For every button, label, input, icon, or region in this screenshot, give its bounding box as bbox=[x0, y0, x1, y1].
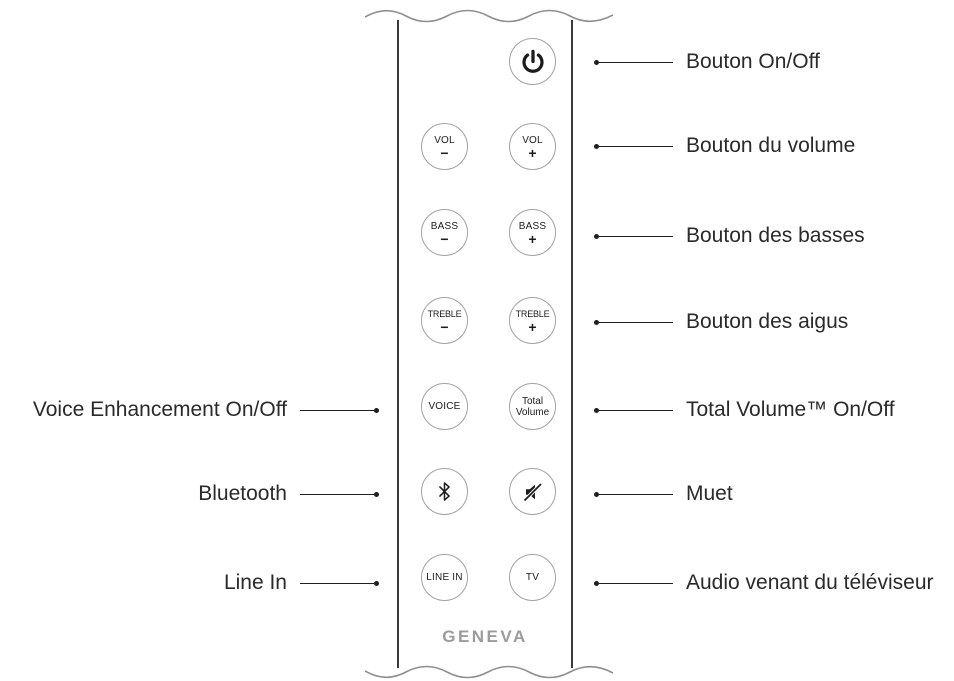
total-volume-label-line1: Total bbox=[521, 395, 544, 407]
power-icon bbox=[521, 49, 544, 73]
annotation-total-volume: Total Volume™ On/Off bbox=[594, 398, 895, 422]
mute-button bbox=[509, 468, 556, 515]
leader-line bbox=[599, 409, 673, 411]
leader-dot bbox=[374, 580, 379, 586]
treble-plus-label: TREBLE bbox=[515, 309, 550, 319]
total-volume-button: Total Volume bbox=[509, 383, 556, 430]
annotation-label: Bouton des basses bbox=[686, 224, 865, 247]
power-button bbox=[509, 38, 556, 85]
remote-body-right-edge bbox=[571, 20, 573, 668]
annotation-label: Muet bbox=[686, 482, 733, 505]
brand-logo-text: GENEVA bbox=[442, 627, 528, 646]
bass-plus-label: BASS bbox=[518, 221, 547, 232]
annotation-label: Bouton du volume bbox=[686, 134, 856, 157]
vol-minus-label: VOL bbox=[434, 135, 455, 146]
leader-dot bbox=[594, 59, 599, 65]
plus-sign: + bbox=[528, 231, 537, 247]
annotation-label: Line In bbox=[223, 571, 287, 594]
leader-line bbox=[599, 235, 673, 237]
leader-dot bbox=[594, 491, 599, 497]
leader-dot bbox=[594, 319, 599, 325]
annotation-volume: Bouton du volume bbox=[594, 134, 855, 158]
plus-sign: + bbox=[528, 319, 537, 335]
vol-minus-button: VOL − bbox=[421, 123, 468, 170]
torn-edge-top bbox=[365, 9, 613, 23]
bass-minus-label: BASS bbox=[430, 221, 459, 232]
annotation-voice-enhancement: Voice Enhancement On/Off bbox=[0, 398, 379, 422]
minus-sign: − bbox=[440, 319, 449, 335]
leader-line bbox=[300, 409, 374, 411]
leader-line bbox=[599, 145, 673, 147]
leader-dot bbox=[594, 580, 599, 586]
mute-speaker-icon bbox=[522, 482, 542, 502]
leader-dot bbox=[594, 407, 599, 413]
leader-line bbox=[599, 61, 673, 63]
treble-plus-button: TREBLE + bbox=[509, 297, 556, 344]
torn-edge-bottom bbox=[365, 665, 613, 679]
annotation-power: Bouton On/Off bbox=[594, 50, 820, 74]
bass-plus-button: BASS + bbox=[509, 209, 556, 256]
voice-label: VOICE bbox=[428, 401, 461, 412]
leader-line bbox=[599, 582, 673, 584]
vol-plus-label: VOL bbox=[522, 135, 543, 146]
tv-button: TV bbox=[509, 554, 556, 601]
leader-dot bbox=[594, 233, 599, 239]
treble-minus-button: TREBLE − bbox=[421, 297, 468, 344]
annotation-bass: Bouton des basses bbox=[594, 224, 865, 248]
bass-minus-button: BASS − bbox=[421, 209, 468, 256]
leader-line bbox=[300, 582, 374, 584]
leader-dot bbox=[594, 143, 599, 149]
line-in-button: LINE IN bbox=[421, 554, 468, 601]
annotation-label: Voice Enhancement On/Off bbox=[32, 398, 287, 421]
annotation-label: Bouton des aigus bbox=[686, 310, 849, 333]
leader-line bbox=[599, 321, 673, 323]
annotation-tv-audio: Audio venant du téléviseur bbox=[594, 571, 934, 595]
bluetooth-icon bbox=[439, 482, 450, 501]
leader-dot bbox=[374, 407, 379, 413]
annotation-bluetooth: Bluetooth bbox=[0, 482, 379, 506]
minus-sign: − bbox=[440, 145, 449, 161]
treble-minus-label: TREBLE bbox=[427, 309, 462, 319]
voice-button: VOICE bbox=[421, 383, 468, 430]
plus-sign: + bbox=[528, 145, 537, 161]
annotation-label: Total Volume™ On/Off bbox=[686, 398, 895, 421]
annotation-treble: Bouton des aigus bbox=[594, 310, 848, 334]
line-in-label: LINE IN bbox=[426, 572, 463, 583]
total-volume-label-line2: Volume bbox=[515, 406, 550, 418]
annotation-label: Audio venant du téléviseur bbox=[686, 571, 934, 594]
minus-sign: − bbox=[440, 231, 449, 247]
annotation-line-in: Line In bbox=[0, 571, 379, 595]
leader-dot bbox=[374, 491, 379, 497]
vol-plus-button: VOL + bbox=[509, 123, 556, 170]
bluetooth-button bbox=[421, 468, 468, 515]
annotation-label: Bouton On/Off bbox=[686, 50, 820, 73]
leader-line bbox=[599, 493, 673, 495]
remote-body-left-edge bbox=[397, 20, 399, 668]
annotation-mute: Muet bbox=[594, 482, 733, 506]
annotation-label: Bluetooth bbox=[198, 482, 287, 505]
tv-label: TV bbox=[525, 572, 540, 583]
leader-line bbox=[300, 493, 374, 495]
